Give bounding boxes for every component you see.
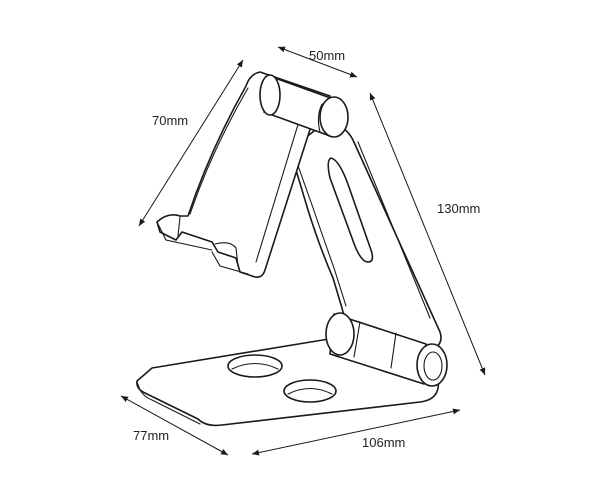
dim-line-base-depth [120, 395, 229, 456]
support-arm [289, 119, 442, 351]
base-hole-front [283, 379, 337, 403]
upper-hinge [259, 74, 349, 138]
dim-line-back-height [138, 59, 244, 227]
dim-label-base-depth: 77mm [133, 428, 169, 443]
arm-slot [327, 157, 374, 263]
dim-label-back-height: 70mm [152, 113, 188, 128]
dim-line-total-height [369, 92, 486, 376]
dim-label-base-length: 106mm [362, 435, 405, 450]
dim-label-total-height: 130mm [437, 201, 480, 216]
dim-line-base-length [251, 408, 461, 456]
base-hole-rear [227, 354, 283, 378]
dim-label-top-width: 50mm [309, 48, 345, 63]
dim-line-top-width [277, 46, 358, 78]
